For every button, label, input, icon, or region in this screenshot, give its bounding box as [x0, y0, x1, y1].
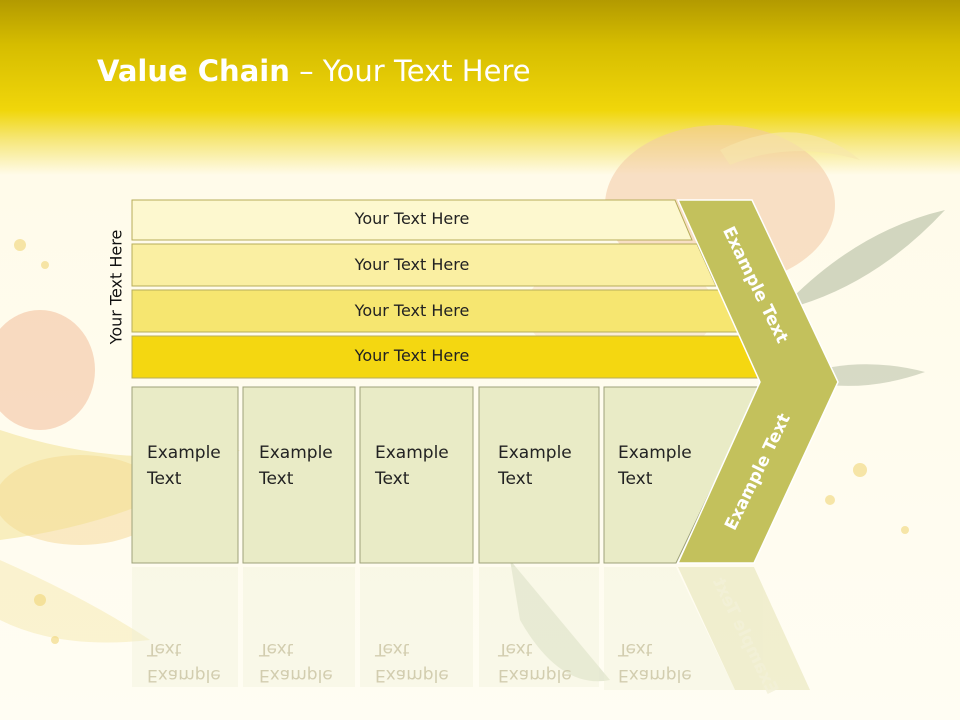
- column-text-line: Text: [147, 469, 182, 489]
- reflection-text-line: Text: [259, 639, 294, 659]
- vertical-axis-label: Your Text Here: [106, 229, 126, 345]
- row-label-2: Your Text Here: [354, 255, 470, 274]
- reflection-text-line: Example: [375, 665, 449, 685]
- reflection-text-line: Example: [498, 665, 572, 685]
- column-box-5[interactable]: [603, 386, 761, 564]
- title-bold: Value Chain: [97, 54, 290, 88]
- column-box-3[interactable]: [359, 386, 474, 564]
- reflection-text-line: Example: [147, 665, 221, 685]
- column-text-5: Example Text: [618, 440, 692, 492]
- column-text-line: Example: [498, 443, 572, 463]
- column-text-2: Example Text: [259, 440, 333, 492]
- column-text-1: Example Text: [147, 440, 221, 492]
- column-text-line: Text: [375, 469, 410, 489]
- title-rest: – Your Text Here: [289, 54, 531, 88]
- reflection-text-2: Example Text: [259, 636, 333, 688]
- row-label-3: Your Text Here: [354, 301, 470, 320]
- reflection-text-line: Text: [498, 639, 533, 659]
- row-label-1: Your Text Here: [354, 209, 470, 228]
- column-box-1[interactable]: [131, 386, 239, 564]
- reflection-text-4: Example Text: [498, 636, 572, 688]
- slide-title: Value Chain – Your Text Here: [97, 54, 531, 88]
- column-text-4: Example Text: [498, 440, 572, 492]
- reflection-text-line: Example: [618, 665, 692, 685]
- column-text-line: Example: [259, 443, 333, 463]
- reflection: [132, 567, 810, 690]
- row-label-4: Your Text Here: [354, 346, 470, 365]
- reflection-text-5: Example Text: [618, 636, 692, 688]
- row-bar-1[interactable]: [131, 199, 693, 241]
- column-text-line: Text: [498, 469, 533, 489]
- reflection-text-3: Example Text: [375, 636, 449, 688]
- reflection-text-line: Text: [618, 639, 653, 659]
- reflection-text-line: Text: [375, 639, 410, 659]
- column-text-line: Text: [618, 469, 653, 489]
- column-box-4[interactable]: [478, 386, 600, 564]
- chevron-arrow[interactable]: [676, 199, 839, 564]
- column-text-line: Example: [375, 443, 449, 463]
- column-text-line: Example: [147, 443, 221, 463]
- column-text-line: Example: [618, 443, 692, 463]
- reflection-text-line: Example: [259, 665, 333, 685]
- column-box-2[interactable]: [242, 386, 356, 564]
- column-text-3: Example Text: [375, 440, 449, 492]
- reflection-text-1: Example Text: [147, 636, 221, 688]
- reflection-text-line: Text: [147, 639, 182, 659]
- column-text-line: Text: [259, 469, 294, 489]
